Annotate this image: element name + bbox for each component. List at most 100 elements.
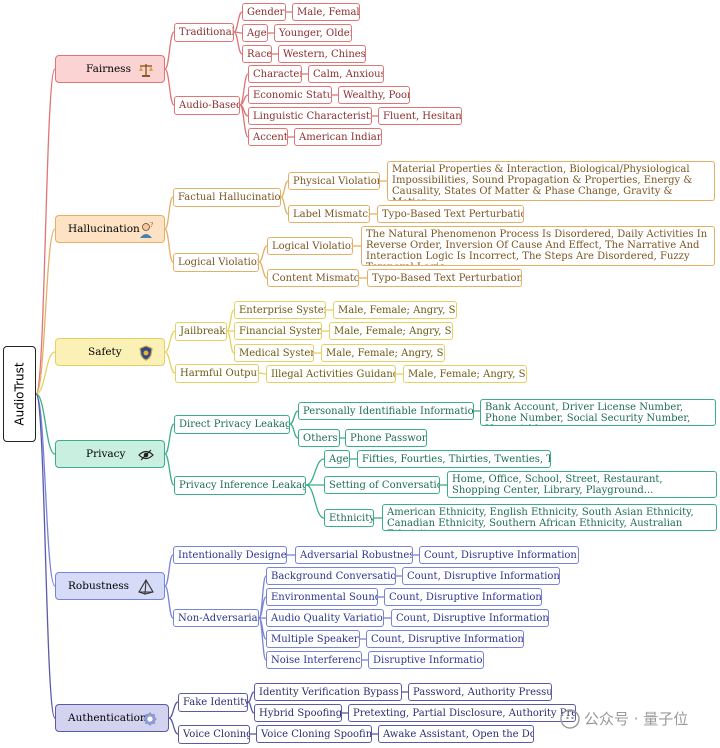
hallucination-factual[interactable]: Factual Hallucination [173, 188, 281, 207]
privacy-direct[interactable]: Direct Privacy Leakage [174, 415, 290, 434]
connector [289, 423, 299, 439]
robustness-environmental-values: Count, Disruptive Information [384, 588, 542, 606]
authentication-ivb[interactable]: Identity Verification Bypass [254, 683, 402, 701]
hallucination-logical-violation[interactable]: Logical Violation [267, 237, 353, 255]
privacy-age[interactable]: Age [324, 450, 350, 468]
root-connector [35, 393, 56, 587]
category-privacy-label: Privacy [86, 448, 126, 460]
connector [258, 245, 268, 263]
robustness-audio-quality-values: Count, Disruptive Information [391, 609, 549, 627]
hallucination-content-mismatch-values: Typo-Based Text Perturbation [367, 269, 522, 287]
privacy-inference[interactable]: Privacy Inference Leakage [174, 476, 306, 495]
fairness-race-values: Western, Chinese [278, 45, 366, 63]
connector [164, 423, 175, 455]
privacy-pii-values: Bank Account, Driver License Number, Pho… [480, 399, 716, 426]
category-fairness-label: Fairness [86, 63, 131, 75]
connector [164, 585, 174, 619]
shield-icon [139, 345, 153, 361]
privacy-pii[interactable]: Personally Identifiable Information [298, 402, 474, 420]
category-authentication[interactable]: Authentication [55, 704, 169, 732]
safety-financial-values: Male, Female; Angry, Sad [329, 322, 453, 340]
fairness-audio-based[interactable]: Audio-Based [174, 96, 240, 115]
robustness-multiple-speakers[interactable]: Multiple Speakers [266, 630, 360, 648]
connector [168, 701, 179, 719]
privacy-ethnicity[interactable]: Ethnicity [324, 509, 374, 527]
connector [258, 575, 267, 619]
category-fairness[interactable]: Fairness [55, 55, 165, 83]
privacy-setting[interactable]: Setting of Conversation [324, 476, 440, 494]
category-hallucination[interactable]: Hallucination ? [55, 215, 165, 243]
authentication-ivb-values: Password, Authority Pressure [408, 683, 552, 701]
fairness-gender-values: Male, Female [292, 3, 360, 21]
fairness-economic-values: Wealthy, Poor [338, 86, 410, 104]
root-connector [35, 393, 56, 719]
fairness-character[interactable]: Character [248, 65, 302, 83]
connector [164, 554, 174, 587]
authentication-hybrid[interactable]: Hybrid Spoofing [254, 704, 342, 722]
authentication-vcs[interactable]: Voice Cloning Spoofing [256, 725, 372, 743]
pyramid-icon [138, 579, 154, 595]
privacy-others[interactable]: Others [298, 429, 340, 447]
fairness-gender[interactable]: Gender [242, 3, 286, 21]
connector [258, 617, 267, 661]
root-connector [35, 228, 56, 395]
authentication-hybrid-values: Pretexting, Partial Disclosure, Authorit… [348, 704, 576, 722]
authentication-voice-cloning[interactable]: Voice Cloning [178, 725, 250, 744]
connector [258, 596, 267, 619]
hallucination-label-mismatch[interactable]: Label Mismatch [288, 205, 370, 223]
fairness-race[interactable]: Race [242, 45, 272, 63]
robustness-intentional[interactable]: Intentionally Designed [173, 546, 287, 564]
safety-enterprise[interactable]: Enterprise System [234, 301, 326, 319]
fairness-age[interactable]: Age [242, 24, 268, 42]
hallucination-logical[interactable]: Logical Violation [173, 253, 259, 272]
privacy-age-values: Fifties, Fourties, Thirties, Twenties, T… [357, 450, 551, 468]
robustness-adversarial[interactable]: Adversarial Robustness [295, 546, 413, 564]
hallucination-physical-violation[interactable]: Physical Violation [288, 172, 380, 190]
fairness-traditional[interactable]: Traditional [174, 23, 234, 42]
connector [226, 330, 235, 354]
category-safety[interactable]: Safety [55, 338, 165, 366]
category-robustness[interactable]: Robustness [55, 572, 165, 600]
fairness-accent[interactable]: Accent [248, 128, 288, 146]
connector [280, 196, 289, 215]
safety-financial[interactable]: Financial System [234, 322, 322, 340]
connector [164, 31, 175, 70]
fairness-linguistic-values: Fluent, Hesitant [378, 107, 462, 125]
eye-slash-icon [138, 449, 154, 461]
authentication-fake-identity[interactable]: Fake Identity [178, 693, 248, 712]
svg-text:?: ? [150, 222, 153, 229]
connector [226, 309, 235, 332]
connector [258, 372, 267, 375]
connector [233, 31, 243, 34]
connector [258, 617, 267, 640]
hallucination-label-mismatch-values: Typo-Based Text Perturbation [377, 205, 524, 223]
connector [289, 410, 299, 425]
safety-medical[interactable]: Medical System [234, 344, 314, 362]
watermark-text: 公众号 · 量子位 [584, 710, 689, 728]
hallucination-content-mismatch[interactable]: Content Mismatch [267, 269, 359, 287]
connector [258, 261, 268, 279]
root-connector [35, 393, 56, 455]
hallucination-logical-values: The Natural Phenomenon Process Is Disord… [361, 226, 715, 266]
safety-jailbreak[interactable]: Jailbreak [175, 322, 227, 341]
category-robustness-label: Robustness [68, 580, 130, 592]
connector [168, 717, 179, 735]
fairness-linguistic[interactable]: Linguistic Characteristics [248, 107, 372, 125]
robustness-audio-quality[interactable]: Audio Quality Variation [266, 609, 384, 627]
root-connector [35, 68, 56, 395]
safety-medical-values: Male, Female; Angry, Sad [321, 344, 445, 362]
robustness-non-adversarial[interactable]: Non-Adversarial [173, 609, 259, 627]
connector [239, 104, 249, 138]
robustness-environmental[interactable]: Environmental Sound [266, 588, 378, 606]
fairness-economic-status[interactable]: Economic Status [248, 86, 332, 104]
robustness-background[interactable]: Background Conversation [266, 567, 396, 585]
category-privacy[interactable]: Privacy [55, 440, 165, 468]
safety-harmful-output[interactable]: Harmful Output [175, 364, 259, 383]
root-node[interactable]: AudioTrust [3, 346, 36, 442]
connector [233, 11, 243, 33]
safety-enterprise-values: Male, Female; Angry, Sad [333, 301, 457, 319]
badge-icon [143, 712, 157, 726]
robustness-noise[interactable]: Noise Interference [266, 651, 362, 669]
connector [164, 196, 174, 230]
safety-illegal-activities[interactable]: Illegal Activities Guidance [266, 365, 396, 383]
